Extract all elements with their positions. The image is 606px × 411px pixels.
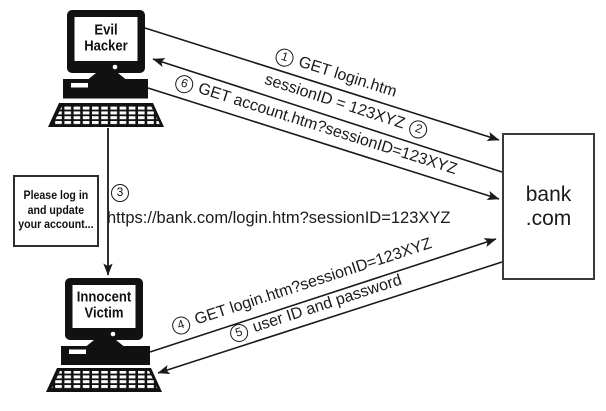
phishing-message-line3: your account... <box>18 219 94 232</box>
arrow-4-victim-to-bank <box>149 238 497 353</box>
phishing-message-line1: Please log in <box>23 190 89 203</box>
phishing-message-box: Please log in and update your account... <box>13 175 99 247</box>
bank-label-line1: bank <box>525 182 572 206</box>
hacker-node-label: Evil Hacker <box>84 22 128 54</box>
hacker-computer-icon <box>48 10 164 127</box>
arrow-2-bank-to-hacker <box>152 58 503 173</box>
arrow-5-bank-to-victim <box>157 261 503 374</box>
step3-text: https://bank.com/login.htm?sessionID=123… <box>107 209 451 227</box>
arrow-6-hacker-to-bank <box>147 87 500 201</box>
victim-node-label: Innocent Victim <box>76 289 132 321</box>
bank-server-node: bank .com <box>502 133 595 280</box>
phishing-message-line2: and update <box>27 204 85 217</box>
arrow-1-hacker-to-bank <box>144 27 500 142</box>
bank-label-line2: .com <box>525 206 572 230</box>
victim-computer-icon <box>46 278 162 392</box>
step3-number-icon: 3 <box>111 184 129 202</box>
